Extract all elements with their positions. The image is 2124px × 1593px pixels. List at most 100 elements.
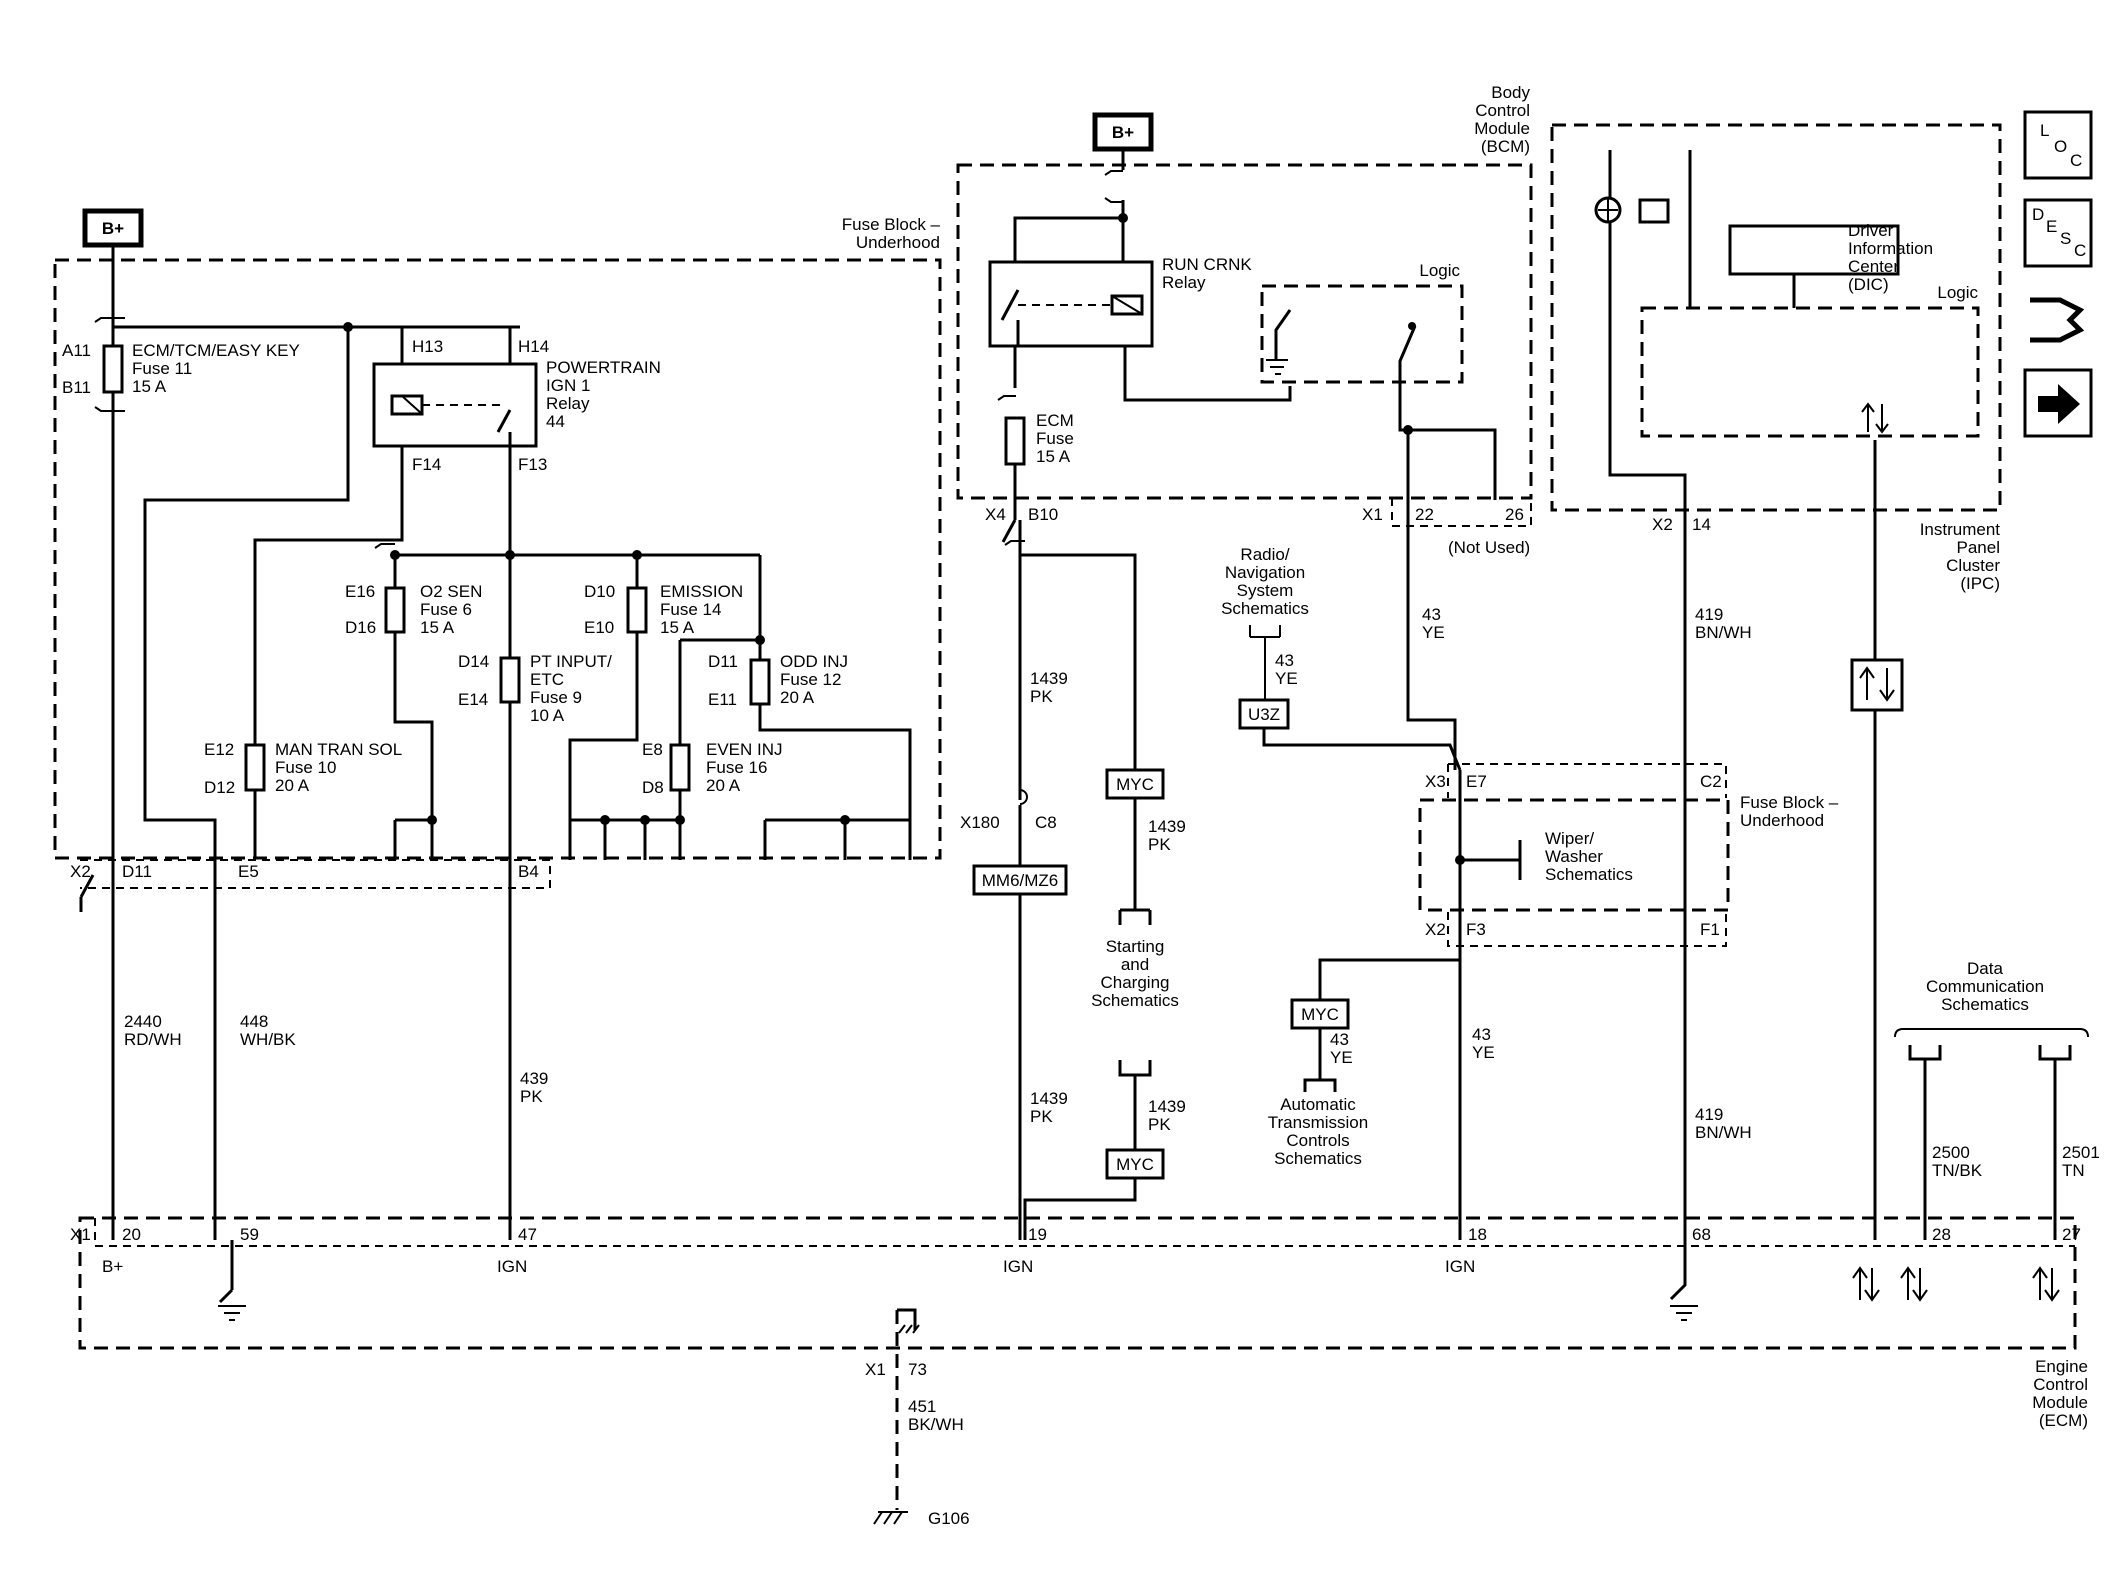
fuse-block-outline-right [1418,798,1730,912]
pt-f13: F13 [518,455,547,474]
u3z-label: U3Z [1248,705,1280,724]
fuse-11-fuse: Fuse 11 [132,359,192,378]
conn-p18: 18 [1468,1225,1487,1244]
dic-box [1728,224,1900,276]
fuse-11 [102,344,124,394]
conn-p47: 47 [518,1225,537,1244]
conn-e7: E7 [1466,772,1487,791]
loc-icon[interactable] [2023,110,2093,180]
fuse-16-name: EVEN INJ [706,740,783,759]
f14-bot: E10 [584,618,614,637]
fuse-block-label-2: Fuse Block –Underhood [1740,793,1839,830]
myc-box-2 [1105,1148,1165,1180]
connector-view-icon[interactable] [2030,297,2085,343]
pt-h14: H14 [518,337,549,356]
conn-p27: 27 [2062,1225,2081,1244]
myc-label-3: MYC [1301,1005,1339,1024]
connector-strip-x1-bcm [1391,498,1532,527]
connector-strip-x2 [80,859,551,889]
myc-label-2: MYC [1116,1155,1154,1174]
fuse-ecm-name: ECM [1036,411,1074,430]
conn-x4: X4 [985,505,1006,524]
conn-not-used: (Not Used) [1448,538,1530,557]
engine-icon [1638,198,1670,224]
fuse-12-name: ODD INJ [780,652,848,671]
fuse-9-fuse: Fuse 9 [530,688,582,707]
conn-d11: D11 [122,862,152,881]
conn-x1-g: X1 [865,1360,886,1379]
conn-p20: 20 [122,1225,141,1244]
pt-h13: H13 [412,337,443,356]
fuse-9-name: PT INPUT/ETC [530,652,612,689]
conn-p14: 14 [1692,515,1711,534]
f16-bot: D8 [642,778,664,797]
conn-b10: B10 [1028,505,1058,524]
fuse-6-fuse: Fuse 6 [420,600,472,619]
fuse-14-name: EMISSION [660,582,743,601]
desc-d: D [2032,205,2044,224]
fuse-10 [244,743,266,792]
f6-bot: D16 [345,618,376,637]
f11-top: A11 [62,341,91,360]
f12-top: D11 [708,652,738,671]
fuse-14-amp: 15 A [660,618,695,637]
ipc-logic-outline [1640,306,1980,438]
fuse-block-outline-left [53,258,942,860]
myc-label-1: MYC [1116,775,1154,794]
conn-p73: 73 [908,1360,927,1379]
myc-box-3 [1290,998,1350,1030]
f9-top: D14 [458,652,489,671]
conn-x2-ipc: X2 [1652,515,1673,534]
fuse-9-amp: 10 A [530,706,565,725]
desc-icon[interactable] [2023,198,2093,268]
conn-c2: C2 [1700,772,1722,791]
fuse-9 [499,656,521,704]
f16-top: E8 [642,740,663,759]
loc-l: L [2040,121,2049,140]
fuse-ecm [1004,416,1026,466]
fuse-6 [384,586,406,634]
fuse-12-amp: 20 A [780,688,815,707]
bcm-outline [956,163,1533,500]
conn-p22: 22 [1415,505,1434,524]
u3z-box [1238,698,1290,730]
bidirectional-icon [1850,658,1904,712]
f9-bot: E14 [458,690,488,709]
conn-x1-bcm: X1 [1362,505,1383,524]
fuse-12 [749,658,771,706]
fuse-10-amp: 20 A [275,776,310,795]
fuse-11-amp: 15 A [132,377,167,396]
fuse-16 [669,743,691,792]
mm6-label: MM6/MZ6 [982,871,1059,890]
ipc-outline [1550,123,2002,512]
f12-bot: E11 [708,690,737,709]
ecm-pin-ign2: IGN [1003,1257,1033,1276]
loc-o: O [2054,137,2067,156]
f14-top: D10 [584,582,615,601]
fuse-10-fuse: Fuse 10 [275,758,336,777]
conn-f3: F3 [1466,920,1486,939]
pt-f14: F14 [412,455,441,474]
desc-c: C [2074,241,2086,260]
f11-bot: B11 [62,378,91,397]
fuse-ecm-fuse: Fuse [1036,429,1074,448]
conn-b4: B4 [518,862,539,881]
conn-p26: 26 [1505,505,1524,524]
conn-p19: 19 [1028,1225,1047,1244]
fuse-14-fuse: Fuse 14 [660,600,721,619]
